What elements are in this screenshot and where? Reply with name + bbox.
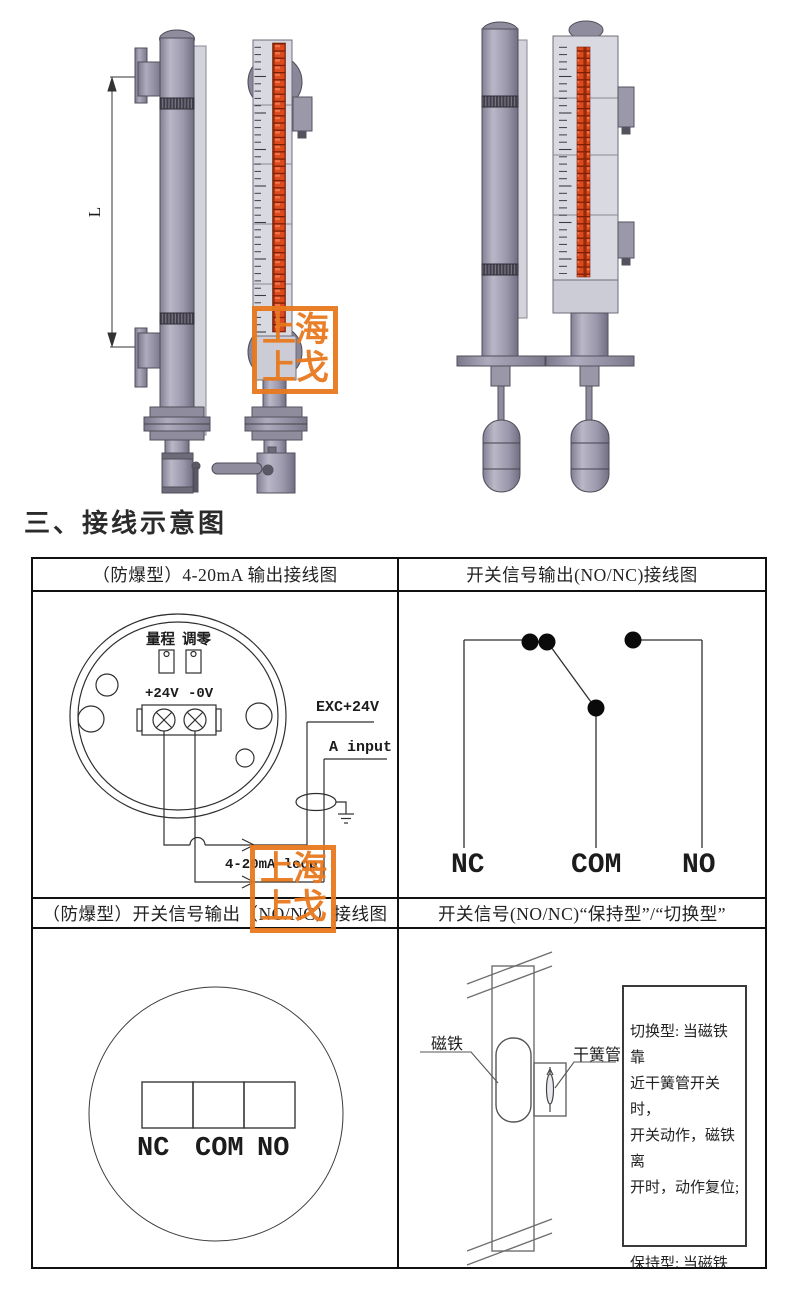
minus0v-terminal-label: -0V <box>188 686 214 702</box>
cell-exproof-terminal-diagram: NC COM NO <box>33 929 399 1267</box>
watermark-line2: 上戈 <box>262 349 329 387</box>
loop-label: 4-20mA loop <box>225 857 318 873</box>
header-switch-output: 开关信号输出(NO/NC)接线图 <box>466 565 698 585</box>
watermark-line2: 上戈 <box>260 888 327 926</box>
round-terminal-diagram <box>88 986 344 1242</box>
header-4-20ma-output: （防爆型）4-20mA 输出接线图 <box>33 559 399 590</box>
magnet-reed-diagram <box>420 951 616 1266</box>
gauge-side-view-left <box>134 29 211 494</box>
gauge-front-view-left <box>211 39 313 494</box>
gauge-side-view-right <box>456 21 546 493</box>
section-heading: 三、接线示意图 <box>24 509 228 538</box>
table-header-row-1: （防爆型）4-20mA 输出接线图 开关信号输出(NO/NC)接线图 <box>33 559 765 592</box>
table-body-row-2: NC COM NO <box>33 929 765 1267</box>
leader-lines <box>420 1051 616 1089</box>
range-pot-label: 量程 <box>146 632 175 648</box>
spdt-switch-diagram <box>463 631 703 848</box>
reed-tube-label: 干簧管 <box>573 1047 622 1064</box>
header-exproof-switch: （防爆型）开关信号输出（NO/NC）接线图 <box>33 899 399 927</box>
reed-element <box>545 1067 555 1112</box>
table-header-row-2: （防爆型）开关信号输出（NO/NC）接线图 开关信号(NO/NC)“保持型”/“… <box>33 897 765 929</box>
gauge-front-view-right <box>545 20 635 493</box>
level-gauge-drawings <box>107 20 635 494</box>
watermark-line1: 上海 <box>262 312 329 350</box>
nc-label: NC <box>451 850 485 881</box>
wiring-table: （防爆型）4-20mA 输出接线图 开关信号输出(NO/NC)接线图 <box>31 557 767 1269</box>
watermark-stamp-bottom: 上海 上戈 <box>250 845 336 933</box>
header-hold-toggle: 开关信号(NO/NC)“保持型”/“切换型” <box>437 903 727 924</box>
dimension-line <box>107 76 157 348</box>
com-terminal-label: COM <box>195 1134 244 1164</box>
magnet-label: 磁铁 <box>431 1036 464 1053</box>
cell-switch-diagram: NC COM NO <box>399 592 765 897</box>
cell-reed-switch-diagram: 磁铁 干簧管 切换型: 当磁铁靠 近干簧管开关时， 开关动作，磁铁离 开时，动作… <box>399 929 765 1267</box>
dimension-label: L <box>85 206 105 218</box>
no-terminal-label: NO <box>257 1134 290 1164</box>
reed-switch-notes: 切换型: 当磁铁靠 近干簧管开关时， 开关动作，磁铁离 开时，动作复位; 保持型… <box>622 985 747 1267</box>
note-hold-type: 保持型: 当磁铁靠 近干簧管开关时， 开关动作并保持自 锁，当磁铁离开后 再次靠… <box>630 1256 728 1267</box>
nc-terminal-label: NC <box>137 1134 170 1164</box>
cell-4-20ma-diagram: 量程 调零 +24V -0V EXC+24V A input 4-20mA lo… <box>33 592 399 897</box>
plus24v-terminal-label: +24V <box>145 686 179 702</box>
table-body-row-1: 量程 调零 +24V -0V EXC+24V A input 4-20mA lo… <box>33 592 765 897</box>
note-toggle-type: 切换型: 当磁铁靠 近干簧管开关时， 开关动作，磁铁离 开时，动作复位; <box>630 1024 740 1196</box>
contact-dots <box>521 631 642 717</box>
zero-pot-label: 调零 <box>182 632 211 648</box>
transmitter-terminal-diagram <box>69 613 387 889</box>
exc-24v-label: EXC+24V <box>316 699 380 716</box>
watermark-line1: 上海 <box>260 851 327 889</box>
a-input-label: A input <box>329 739 393 756</box>
com-label: COM <box>571 850 622 881</box>
no-label: NO <box>682 850 716 881</box>
watermark-stamp-top: 上海 上戈 <box>252 306 338 394</box>
